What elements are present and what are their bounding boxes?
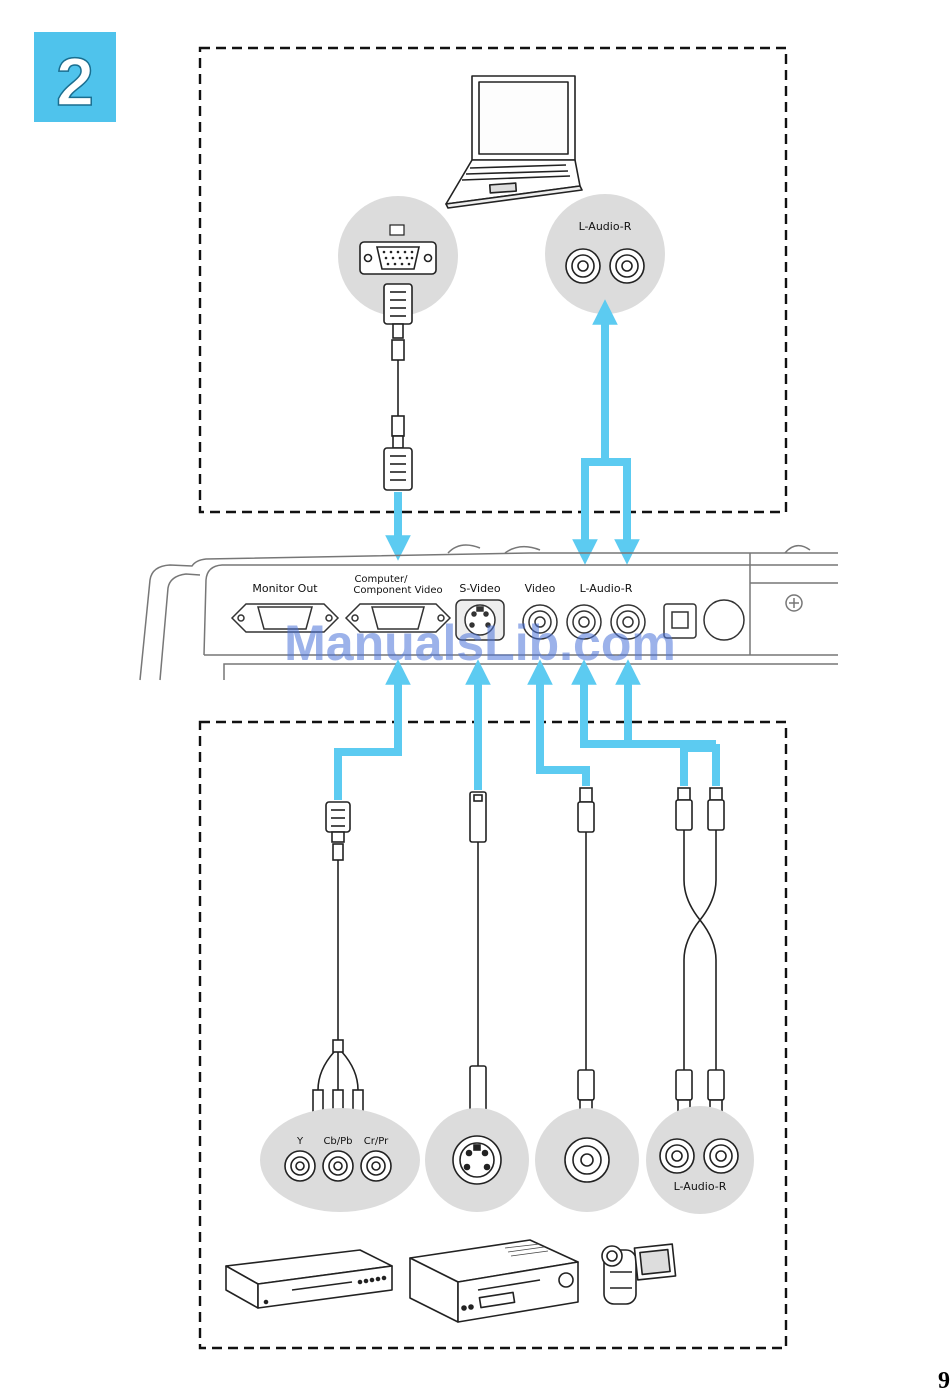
watermark: ManualsLib.com [284,615,676,671]
component-label-cr: Cr/Pr [364,1136,389,1147]
power-inlet-icon [704,600,744,640]
audio-cable [676,788,724,1112]
monitor-symbol-icon [390,225,404,235]
video-port-callout [535,1108,639,1212]
step-number: 2 [56,44,94,120]
laptop-icon [446,76,582,208]
page-number: 9 [938,1368,950,1392]
vga-cable [384,284,412,490]
video-audio-label: L-Audio-R [674,1180,727,1193]
s-video-jack-icon [453,1136,501,1184]
dvd-player-icon [226,1250,392,1308]
s-video-port-callout [425,1108,529,1212]
port-label-computer-line1: Computer/ [354,574,408,585]
vcr-icon [410,1240,578,1322]
component-port-callout: Y Cb/Pb Cr/Pr [260,1108,420,1212]
audio-port-callout: L-Audio-R [646,1106,754,1214]
port-label-video: Video [525,582,556,595]
port-label-computer-line2: Component Video [353,585,442,596]
port-label-monitor-out: Monitor Out [252,582,318,595]
top-connection-arrows [398,312,627,552]
component-label-cb: Cb/Pb [323,1136,352,1147]
step-badge: 2 [34,32,116,122]
rca-jack-icon [565,1138,609,1182]
s-video-cable [470,792,486,1116]
port-label-audio: L-Audio-R [580,582,633,595]
projector-port-labels: Monitor Out Computer/ Component Video S-… [252,574,632,596]
computer-audio-label: L-Audio-R [579,220,632,233]
video-cable [578,788,594,1114]
port-label-s-video: S-Video [459,582,500,595]
computer-audio-port-callout: L-Audio-R [545,194,665,314]
component-label-y: Y [296,1136,304,1147]
vga-port-icon [360,242,436,274]
bottom-connection-arrows [338,672,716,800]
component-video-cable [313,802,363,1116]
rca-jack-icon [285,1151,391,1181]
camcorder-icon [602,1244,676,1304]
